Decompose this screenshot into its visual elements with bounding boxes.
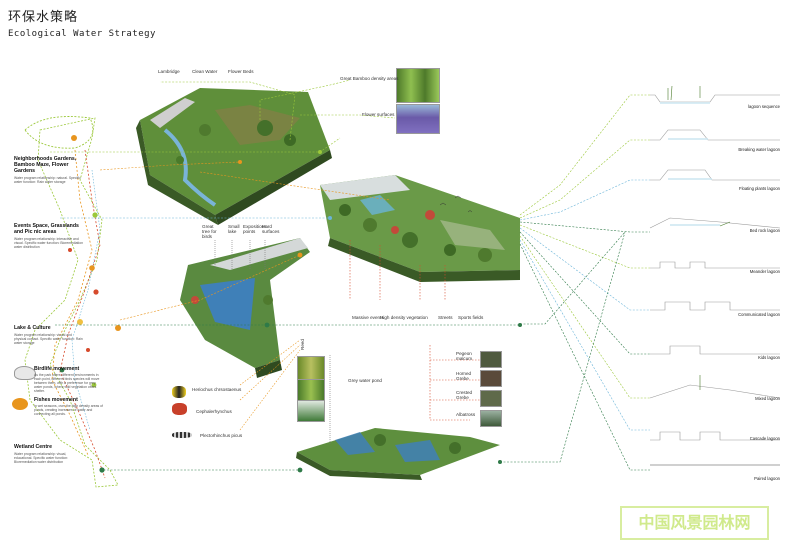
species-pegeon: Pegeon malcum — [456, 351, 473, 362]
section-fishes-desc: In wet seasons, over the high density ar… — [34, 404, 103, 416]
section-neighborhood-heading: Neighborhoods Gardens, Bamboo Maze, Flow… — [14, 156, 77, 174]
label-expositions: Expositions points — [243, 224, 267, 235]
label-massive-events: Massive events — [352, 315, 384, 320]
lagoon-water — [660, 102, 720, 226]
species-crested-grebe: Crested Grebe — [456, 390, 473, 401]
label-lambridge: Lambridge — [158, 69, 180, 74]
lagoon-label-breaking: Breaking water lagoon — [738, 147, 780, 152]
label-flower-surfaces: Flower surfaces — [362, 112, 395, 117]
label-small-lake: Small lake — [228, 224, 240, 235]
section-neighborhood-desc: Water program relationship: natural. Spe… — [14, 176, 81, 184]
label-clean-water: Clean Water — [192, 69, 218, 74]
label-high-density: High density vegetation — [380, 315, 428, 320]
bird-photo-pegeon — [480, 351, 502, 368]
right-block — [320, 175, 520, 282]
flower-surfaces-photo — [396, 104, 440, 134]
section-birdlife-desc: As the park offers different environment… — [34, 373, 100, 393]
section-birdlife-heading: Birdlife movement — [34, 366, 80, 372]
wetland-block — [296, 428, 500, 480]
site-path-blue — [71, 169, 101, 431]
label-reed: Reed — [300, 339, 305, 350]
bird-photo-albatross — [480, 410, 502, 427]
lagoon-label-bedrock: Bed rock lagoon — [749, 228, 780, 233]
lagoon-label-paired: Paired lagoon — [754, 476, 780, 481]
duck-icon — [14, 366, 36, 380]
label-hard-surfaces: Hard surfaces — [262, 224, 280, 235]
fish-icon-1 — [172, 386, 186, 398]
lagoon-label-meander: Meander lagoon — [749, 269, 780, 274]
bird-photo-horned-grebe — [480, 370, 502, 387]
section-fishes-heading: Fishes movement — [34, 397, 78, 403]
lagoon-label-sequence: lagoon sequence — [748, 104, 780, 109]
reed-photo-2 — [297, 379, 325, 401]
reed-photo-3 — [297, 400, 325, 422]
label-grey-water: Grey water pond — [348, 378, 382, 383]
top-block — [136, 88, 332, 225]
section-events-desc: Water program relationship: interactive … — [14, 237, 83, 249]
label-flower-beds: Flower Beds — [228, 69, 254, 74]
connector-dots — [238, 150, 522, 473]
top-loop — [24, 116, 94, 149]
section-events-heading: Events Space, Grasslands and Pic nic are… — [14, 223, 79, 235]
label-great-tree: Great tree for birds — [202, 224, 217, 240]
page-title-en: Ecological Water Strategy — [8, 29, 156, 39]
goldfish-icon — [12, 398, 28, 410]
section-wetland-desc: Water program relationship: visual, educ… — [14, 452, 69, 464]
section-wetland-heading: Wetland Centre — [14, 444, 52, 450]
lagoon-label-mixed: Mixed lagoon — [755, 396, 780, 401]
birds — [439, 195, 473, 213]
reed-photo-1 — [297, 356, 325, 380]
lagoon-label-kids: Kids lagoon — [758, 355, 780, 360]
path-nodes — [59, 135, 121, 473]
label-sports-fields: Sports fields — [458, 315, 484, 320]
site-path-outline — [24, 117, 119, 488]
bamboo-photo — [396, 68, 440, 103]
fish-icon-3 — [172, 432, 192, 438]
page-title-cn: 环保水策略 — [8, 10, 79, 25]
bird-photo-crested-grebe — [480, 390, 502, 407]
label-bamboo: Great Bamboo density areas — [340, 76, 399, 81]
lagoon-connectors — [500, 94, 650, 471]
label-streets: Streets — [438, 315, 453, 320]
section-lake-desc: Water program relationship: visual and p… — [14, 333, 83, 345]
site-path-orange — [51, 149, 93, 456]
lagoon-label-cascade: Cascade lagoon — [749, 436, 780, 441]
lagoon-sections — [649, 94, 781, 466]
watermark: 中国风景园林网 — [620, 506, 769, 540]
site-path-inner — [59, 149, 106, 479]
lagoon-reeds — [667, 85, 731, 390]
species-cephalerhynchus: Cephalerhynchus — [196, 409, 232, 414]
species-horned-grebe: Horned Grebe — [456, 371, 472, 382]
fish-icon-2 — [172, 403, 187, 415]
species-albatross: Albatross — [456, 412, 476, 417]
lake-block — [180, 238, 310, 378]
section-lake-heading: Lake & Culture — [14, 325, 51, 331]
vertical-connectors — [214, 240, 480, 445]
species-plectorhinchus: Plectorhinchus picus — [200, 433, 243, 438]
lagoon-label-floating: Floating plants lagoon — [739, 186, 780, 191]
lagoon-label-communicated: Communicated lagoon — [738, 312, 780, 317]
species-heriochus: Heriochus chrsostaenus — [192, 387, 242, 392]
